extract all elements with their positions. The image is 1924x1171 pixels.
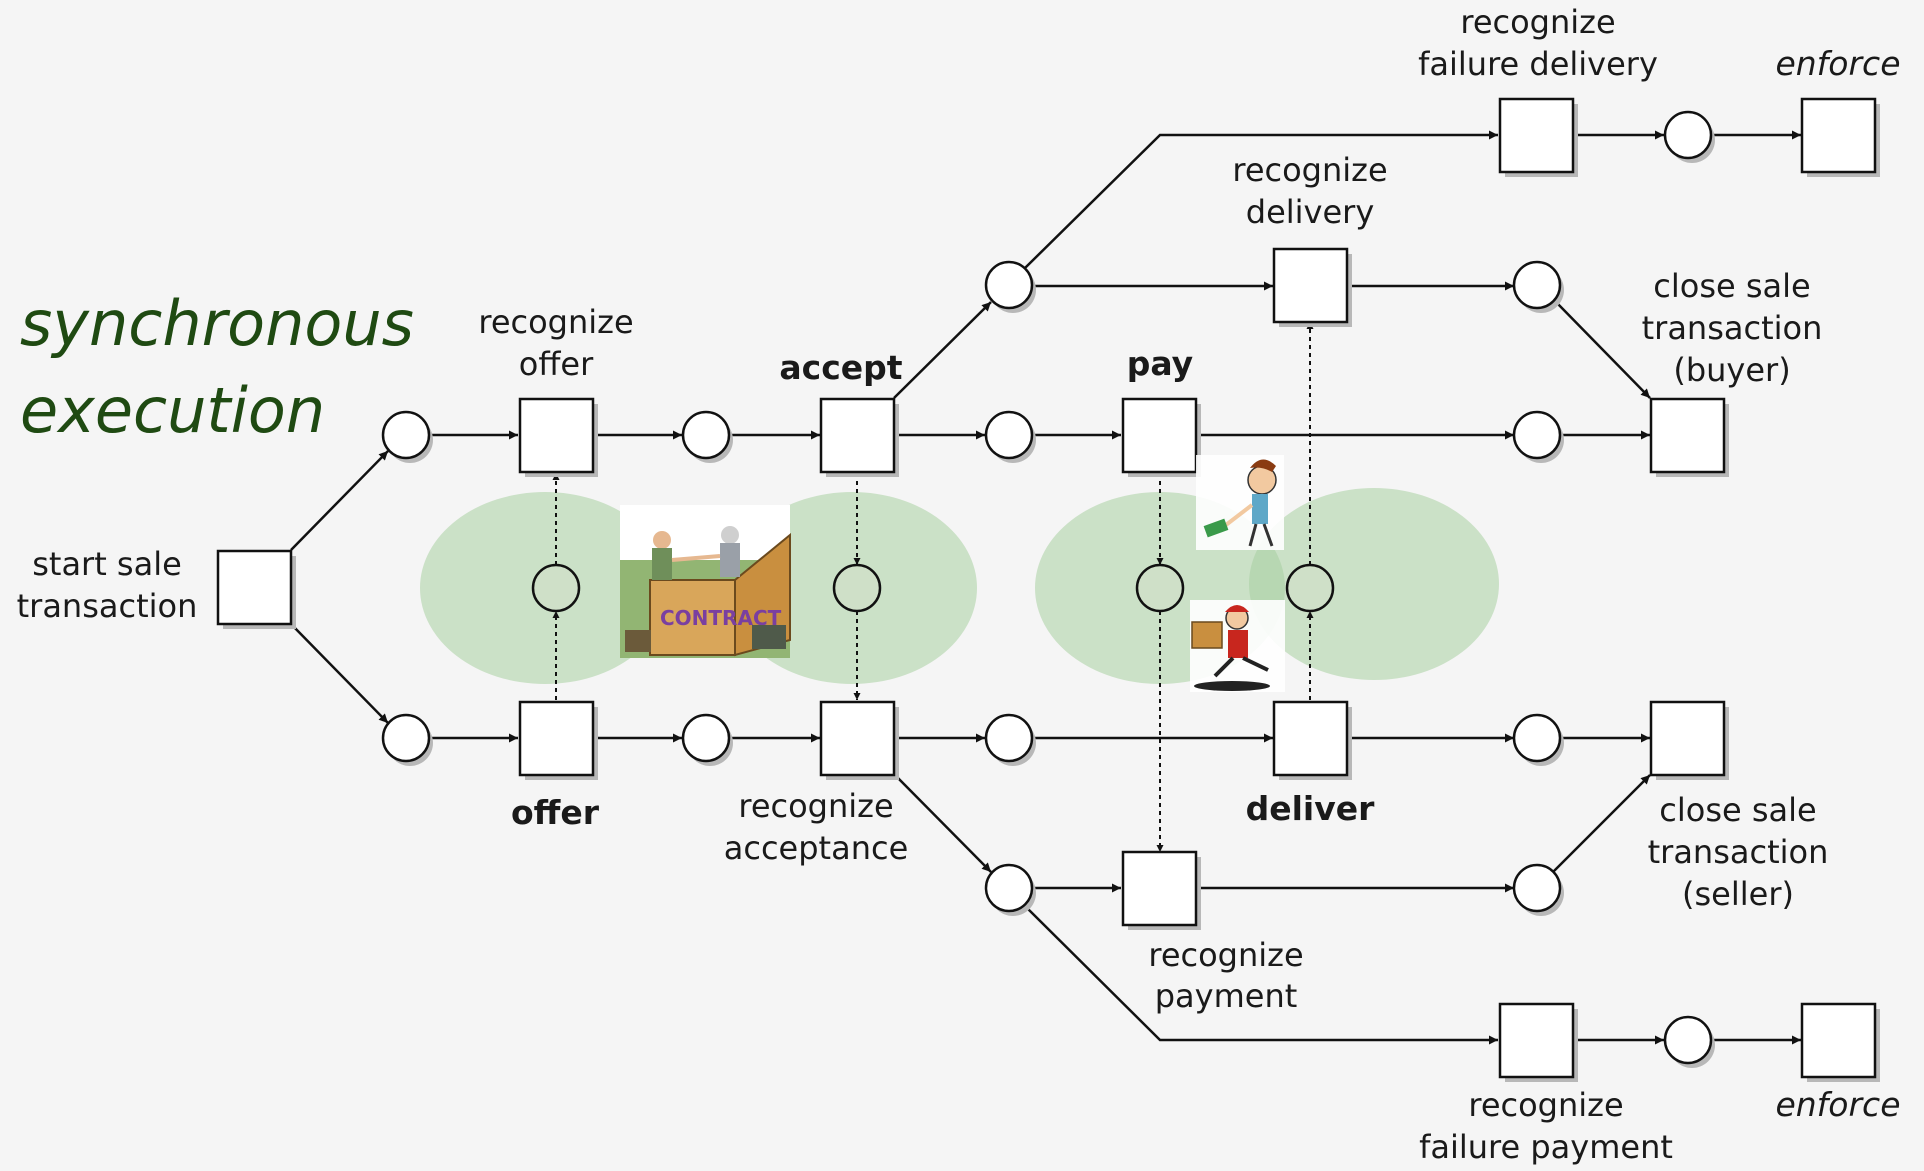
- transition-recognize-delivery: [1272, 247, 1352, 327]
- label-recognize-delivery-2: delivery: [1246, 193, 1375, 231]
- place: [1663, 1015, 1715, 1068]
- transition-offer: [518, 700, 598, 780]
- sync-place-offer: [531, 563, 581, 613]
- transition-enforce-top: [1800, 97, 1880, 177]
- transition-recognize-acceptance: [819, 700, 899, 780]
- transition-deliver: [1272, 700, 1352, 780]
- label-recognize-failure-delivery-1: recognize: [1460, 3, 1615, 41]
- sync-arcs: [552, 322, 1314, 852]
- label-recognize-acceptance-2: acceptance: [724, 829, 909, 867]
- money-person-illustration: [1196, 455, 1284, 550]
- place: [1512, 260, 1564, 313]
- label-close-seller-1: close sale: [1659, 791, 1816, 829]
- arcs: [290, 130, 1801, 1045]
- label-pay: pay: [1127, 344, 1193, 383]
- label-offer: offer: [511, 793, 600, 832]
- transition-pay: [1121, 397, 1201, 477]
- transition-accept: [819, 397, 899, 477]
- places: [381, 110, 1715, 1068]
- transition-start-sale: [216, 549, 296, 629]
- transition-recognize-payment: [1121, 850, 1201, 930]
- label-enforce-top: enforce: [1775, 44, 1900, 83]
- label-close-buyer-2: transaction: [1642, 309, 1823, 347]
- label-recognize-payment-2: payment: [1155, 977, 1298, 1015]
- sync-zones: [420, 488, 1499, 684]
- place: [1512, 410, 1564, 463]
- place: [984, 713, 1036, 766]
- place: [984, 410, 1036, 463]
- transition-recognize-failure-payment: [1498, 1002, 1578, 1082]
- label-recognize-payment-1: recognize: [1148, 936, 1303, 974]
- place: [984, 260, 1036, 313]
- place: [681, 410, 733, 463]
- label-recognize-acceptance-1: recognize: [738, 787, 893, 825]
- transitions: [216, 97, 1880, 1082]
- place: [1512, 863, 1564, 916]
- transition-close-buyer: [1649, 397, 1729, 477]
- label-close-buyer-1: close sale: [1653, 267, 1810, 305]
- sync-place-pay: [1135, 563, 1185, 613]
- transition-recognize-failure-delivery: [1498, 97, 1578, 177]
- place: [381, 713, 433, 766]
- label-close-buyer-3: (buyer): [1673, 351, 1790, 389]
- place: [381, 410, 433, 463]
- label-accept: accept: [779, 348, 902, 387]
- sync-place-deliver: [1285, 563, 1335, 613]
- place: [1663, 110, 1715, 163]
- place: [984, 863, 1036, 916]
- diagram-title-line2: execution: [20, 374, 325, 447]
- label-recognize-failure-payment-2: failure payment: [1419, 1128, 1673, 1166]
- label-recognize-offer-2: offer: [519, 345, 594, 383]
- place: [681, 713, 733, 766]
- label-close-seller-2: transaction: [1648, 833, 1829, 871]
- transition-enforce-bottom: [1800, 1002, 1880, 1082]
- labels: start sale transaction recognize offer o…: [17, 3, 1901, 1166]
- transition-recognize-offer: [518, 397, 598, 477]
- label-close-seller-3: (seller): [1682, 875, 1794, 913]
- delivery-person-illustration: [1190, 600, 1285, 692]
- transition-close-seller: [1649, 700, 1729, 780]
- label-start-sale-1: start sale: [32, 545, 182, 583]
- contract-illustration: CONTRACT: [620, 505, 791, 658]
- label-start-sale-2: transaction: [17, 587, 198, 625]
- diagram-title-line1: synchronous: [20, 287, 414, 360]
- label-recognize-failure-delivery-2: failure delivery: [1418, 45, 1658, 83]
- sync-zone-deliver: [1249, 488, 1499, 680]
- label-enforce-bottom: enforce: [1775, 1085, 1900, 1124]
- sync-place-accept: [832, 563, 882, 613]
- place: [1512, 713, 1564, 766]
- label-recognize-delivery-1: recognize: [1232, 151, 1387, 189]
- label-recognize-offer-1: recognize: [478, 303, 633, 341]
- label-recognize-failure-payment-1: recognize: [1468, 1086, 1623, 1124]
- label-deliver: deliver: [1246, 789, 1376, 828]
